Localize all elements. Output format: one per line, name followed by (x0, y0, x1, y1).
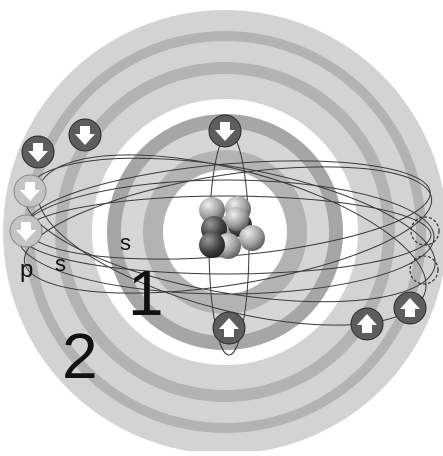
electron-spin-down (68, 118, 102, 152)
shell-label-2: 2 (62, 320, 98, 392)
electron-spin-up (393, 291, 427, 325)
orbit-2p (23, 166, 433, 294)
nucleon (199, 197, 225, 223)
nucleon (225, 207, 249, 231)
nucleon (199, 232, 225, 258)
electron-spin-down (21, 135, 55, 169)
subshell-label-1s: s (120, 230, 131, 255)
empty-electron-slot (410, 216, 440, 246)
electron-spin-up (212, 311, 246, 345)
electron-spin-down (208, 114, 242, 148)
electron-spin-up (350, 307, 384, 341)
electron-spin-down (9, 214, 43, 248)
nucleon (239, 225, 265, 251)
subshell-label-2s: s (55, 251, 66, 276)
shell-label-1: 1 (128, 257, 164, 329)
subshell-label-2p: p (20, 256, 33, 283)
empty-electron-slot (409, 255, 439, 285)
nucleus (199, 196, 265, 259)
electron-spin-down (13, 174, 47, 208)
